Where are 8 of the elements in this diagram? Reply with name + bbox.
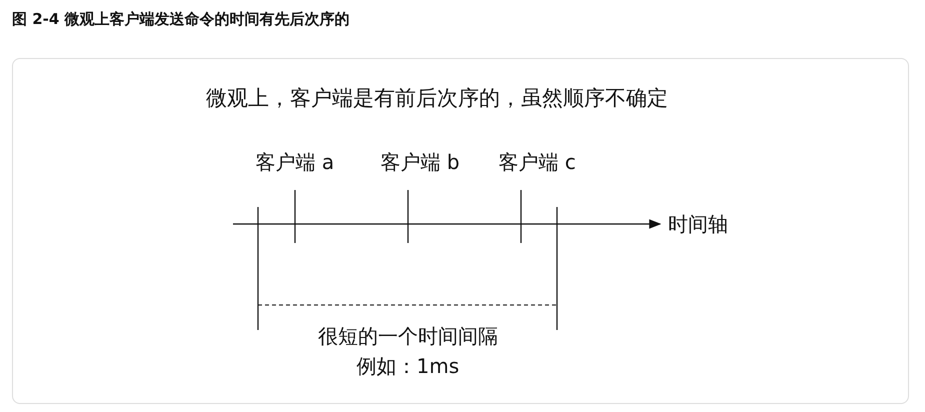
figure-title: 图 2-4 微观上客户端发送命令的时间有先后次序的 bbox=[12, 10, 350, 28]
axis-label: 时间轴 bbox=[668, 212, 728, 236]
interval-example: 例如：1ms bbox=[356, 354, 460, 378]
client-label: 客户端 a bbox=[256, 150, 334, 174]
client-label: 客户端 b bbox=[380, 150, 460, 174]
interval-label: 很短的一个时间间隔 bbox=[318, 324, 498, 348]
client-label: 客户端 c bbox=[498, 150, 576, 174]
heading-text: 微观上，客户端是有前后次序的，虽然顺序不确定 bbox=[206, 86, 668, 112]
